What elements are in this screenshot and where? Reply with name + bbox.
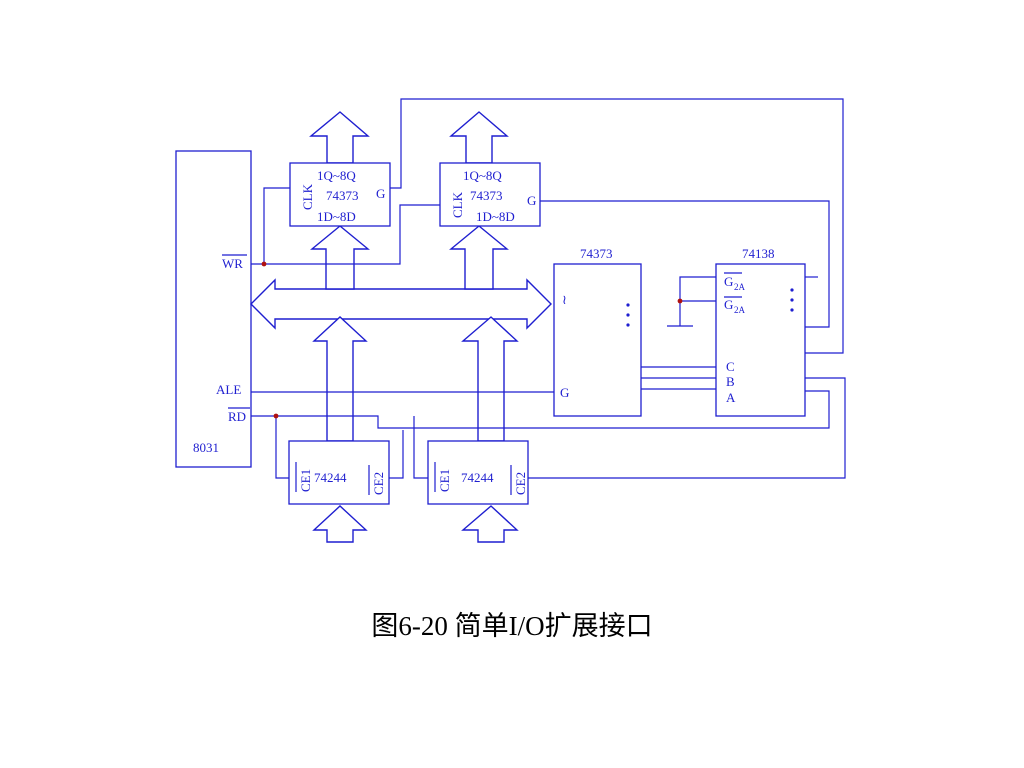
latch-2-inputs-label: 1D~8D [476,209,515,224]
latch-2-gate-label: G [527,193,536,208]
buffer-1: CE1 74244 CE2 [288,440,390,505]
buffer-1-input-arrow [312,505,368,543]
decoder-part-label: 74138 [742,246,775,261]
buffer-2-ce1-label: CE1 [437,469,452,492]
address-latch-gate-label: G [560,385,569,400]
decoder-g2b-sub: 2A [734,305,746,315]
buffer-2-output-arrow [461,316,519,442]
decoder-g2b-label: G [724,297,733,312]
address-latch: 74373 ≀ G [553,246,642,417]
mcu-ale-label: ALE [216,382,241,397]
decoder-a-label: A [726,390,736,405]
latch-1-inputs-label: 1D~8D [317,209,356,224]
decoder-74138: 74138 G 2A G 2A C B A [715,246,806,417]
address-latch-input-mark: ≀ [562,292,567,307]
latch-top-2: CLK 1Q~8Q 74373 G 1D~8D [439,162,541,227]
latch-1-clk-label: CLK [300,183,315,210]
wiring [251,98,846,479]
mcu-8031: 8031 WR ALE RD [175,150,252,468]
mcu-wr-label: WR [222,256,243,271]
mcu-label: 8031 [193,440,219,455]
data-bus-arrow [250,278,552,330]
latch-1-input-arrow [310,225,370,290]
decoder-g2a-label: G [724,274,733,289]
buffer-1-part-label: 74244 [314,470,347,485]
latch-top-1: CLK 1Q~8Q 74373 G 1D~8D [289,162,391,227]
decoder-g2a-sub: 2A [734,282,746,292]
latch-2-part-label: 74373 [470,188,503,203]
latch-1-part-label: 74373 [326,188,359,203]
address-latch-part-label: 74373 [580,246,613,261]
latch-1-gate-label: G [376,186,385,201]
latch-1-output-arrow [309,111,370,164]
buffer-2-ce2-label: CE2 [513,472,528,495]
decoder-c-label: C [726,359,735,374]
buffer-1-ce2-label: CE2 [371,472,386,495]
latch-2-outputs-label: 1Q~8Q [463,168,502,183]
buffer-2-part-label: 74244 [461,470,494,485]
decoder-b-label: B [726,374,735,389]
latch-2-output-arrow [449,111,509,164]
figure-caption: 图6-20 简单I/O扩展接口 [371,611,653,641]
buffer-1-ce1-label: CE1 [298,469,313,492]
buffer-1-output-arrow [312,316,368,442]
mcu-rd-label: RD [228,409,246,424]
latch-2-clk-label: CLK [450,191,465,218]
buffer-2: CE1 74244 CE2 [427,440,529,505]
latch-1-outputs-label: 1Q~8Q [317,168,356,183]
buffer-2-input-arrow [461,505,519,543]
latch-2-input-arrow [449,225,509,290]
